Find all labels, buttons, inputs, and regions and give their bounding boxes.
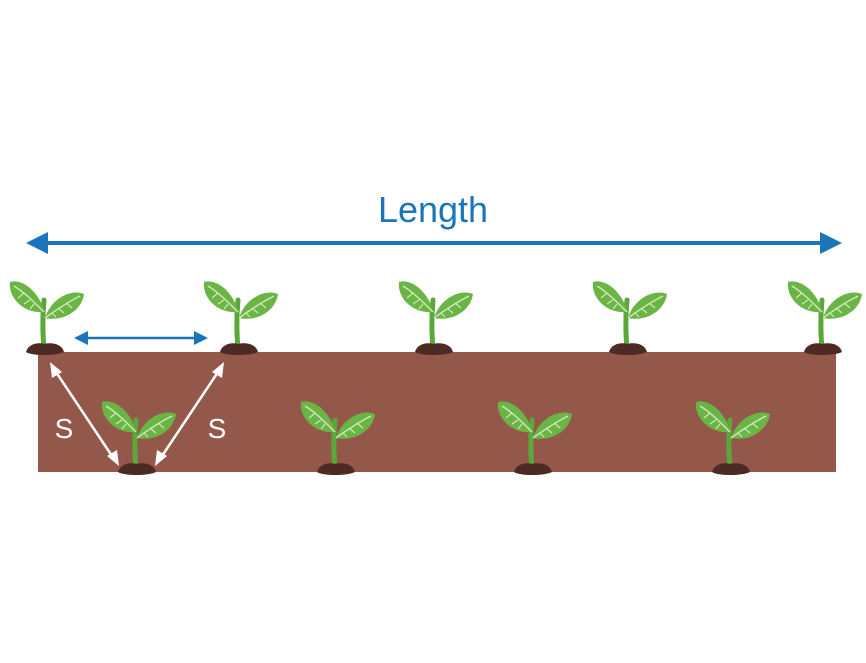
length-arrow: [26, 232, 842, 254]
spacing-arrow-right: [155, 362, 224, 466]
plant: [10, 281, 84, 355]
plant-spacing-arrow: [74, 331, 208, 345]
plant: [399, 281, 473, 355]
plant: [788, 281, 862, 355]
length-label: Length: [378, 189, 488, 230]
spacing-label-right: S: [208, 413, 227, 444]
plant-row-top: [10, 281, 862, 355]
spacing-arrow-left: [50, 362, 119, 466]
plant: [593, 281, 667, 355]
plant: [204, 281, 278, 355]
spacing-label-left: S: [55, 413, 74, 444]
